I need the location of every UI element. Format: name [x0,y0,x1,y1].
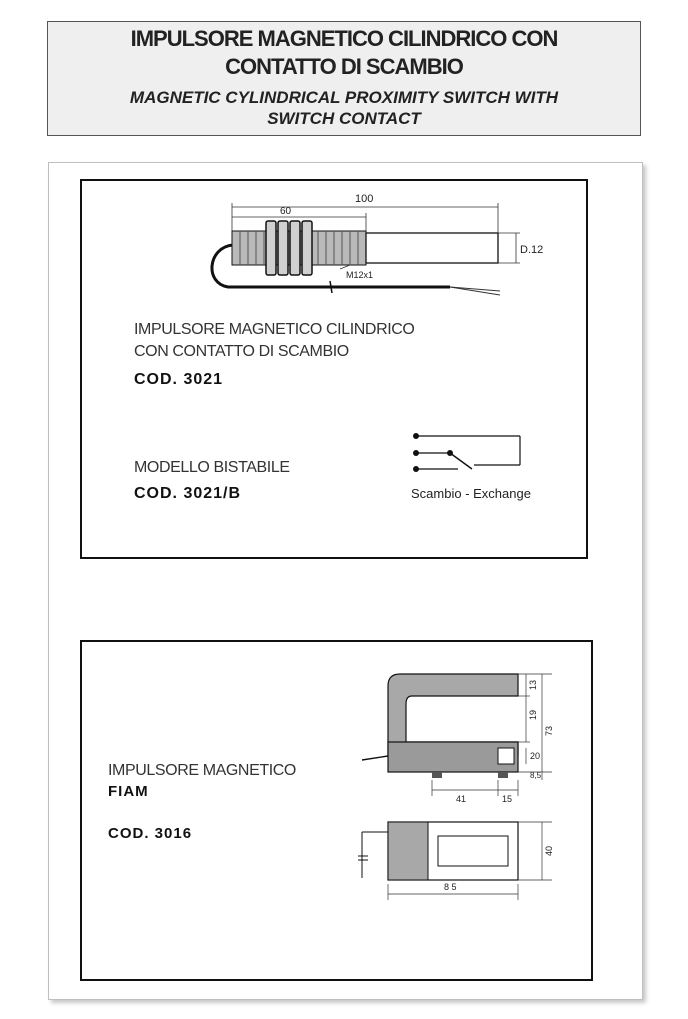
housing-base [387,741,519,773]
product-description: IMPULSORE MAGNETICO CILINDRICO CON CONTA… [134,321,415,360]
svg-text:8 5: 8 5 [444,882,457,892]
cable [210,243,450,289]
dim-thread-length: 60 [280,206,292,217]
sensor-window [497,747,515,765]
washer [301,220,313,276]
cable [361,755,389,761]
svg-text:73: 73 [544,726,552,736]
dim-total-length: 100 [355,193,373,205]
washer [277,220,289,276]
svg-text:19: 19 [528,710,538,720]
top-view-block [387,821,429,881]
exchange-contact-symbol [413,433,521,472]
product-code: COD. 3021 [134,371,224,388]
contact-label: Scambio - Exchange [411,486,531,501]
product-card-3016: IMPULSORE MAGNETICO FIAM COD. 3016 13 19… [80,640,593,981]
nut [265,220,277,276]
title-italian: IMPULSORE MAGNETICO CILINDRICO CON CONTA… [130,26,559,79]
svg-text:40: 40 [544,846,552,856]
cylindrical-switch-drawing: 100 60 D.12 M12x1 [210,193,543,296]
model-name: MODELLO BISTABILE [134,459,290,476]
dim-thread: M12x1 [346,270,373,280]
fiam-switch-drawing: 13 19 73 20 8,5 41 15 40 8 5 [358,673,552,900]
svg-text:41: 41 [456,794,466,804]
svg-text:8,5: 8,5 [530,771,542,780]
top-view-window [437,835,509,867]
title-banner: IMPULSORE MAGNETICO CILINDRICO CON CONTA… [47,21,641,136]
product-code: COD. 3016 [108,825,193,842]
svg-text:13: 13 [528,680,538,690]
title-english: MAGNETIC CYLINDRICAL PROXIMITY SWITCH WI… [129,88,559,128]
svg-text:20: 20 [530,751,540,761]
dim-diameter: D.12 [520,244,543,256]
brand-name: FIAM [108,783,149,800]
product-card-3021: 100 60 D.12 M12x1 IMPULSORE MAGNETICO CI… [80,179,588,559]
nut [289,220,301,276]
model-code: COD. 3021/B [134,485,242,502]
product-description: IMPULSORE MAGNETICO [108,762,296,779]
svg-text:15: 15 [502,794,512,804]
u-shaped-housing [387,673,519,757]
plain-tube [365,232,499,264]
